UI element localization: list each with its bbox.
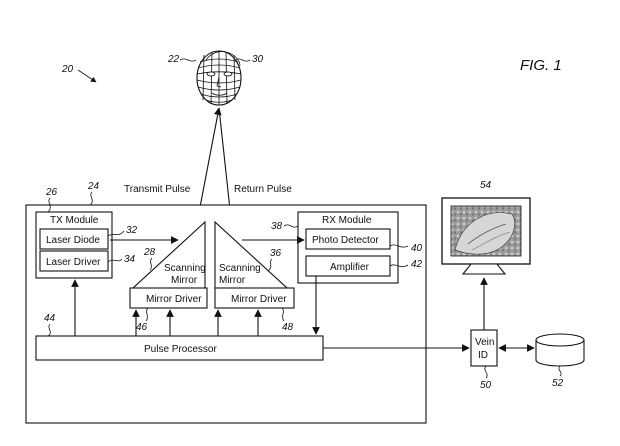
- pulse-processor-label: Pulse Processor: [144, 344, 217, 355]
- ref-system: 20: [61, 64, 74, 75]
- ref-left-driver-leader: [145, 307, 149, 322]
- ref-database-leader: [558, 365, 562, 377]
- ref-laser-diode-leader: [107, 230, 125, 237]
- laser-driver-box: [39, 250, 109, 272]
- figure-title: FIG. 1: [520, 57, 562, 74]
- tx-module-label: TX Module: [50, 215, 99, 226]
- left-mirror-label-1: Scanning: [164, 263, 206, 274]
- ref-pattern-leader: [235, 58, 251, 62]
- ref-database: 52: [552, 378, 564, 389]
- amplifier-label: Amplifier: [330, 262, 370, 273]
- ref-amplifier: 42: [411, 259, 423, 270]
- laser-diode-label: Laser Diode: [46, 235, 100, 246]
- ref-system-arrow: [77, 69, 97, 83]
- ref-rx-module-leader: [283, 224, 299, 228]
- return-pulse-label: Return Pulse: [234, 184, 292, 195]
- ref-vein-id-leader: [484, 365, 488, 379]
- ref-face-leader: [179, 58, 197, 62]
- ref-system-box-leader: [89, 191, 93, 206]
- ref-right-driver-leader: [281, 307, 285, 322]
- ref-right-mirror: 36: [270, 248, 282, 259]
- right-mirror-driver-label: Mirror Driver: [231, 294, 287, 305]
- transmit-pulse-label: Transmit Pulse: [124, 184, 191, 195]
- ref-tx-module-leader: [47, 197, 51, 213]
- ref-pulse-processor: 44: [44, 313, 56, 324]
- ref-monitor: 54: [480, 180, 492, 191]
- ref-face: 22: [167, 54, 180, 65]
- ref-laser-diode: 32: [126, 225, 138, 236]
- ref-left-mirror: 28: [143, 247, 156, 258]
- laser-diode-box: [39, 228, 109, 250]
- ref-right-driver: 48: [282, 322, 294, 333]
- ref-system-box: 24: [87, 181, 100, 192]
- right-mirror-label-1: Scanning: [219, 263, 261, 274]
- vein-id-box: [470, 329, 498, 367]
- ref-vein-id: 50: [480, 380, 492, 391]
- ref-photo-detector: 40: [411, 243, 423, 254]
- ref-rx-module: 38: [271, 221, 283, 232]
- ref-tx-module: 26: [45, 187, 58, 198]
- rx-module-label: RX Module: [322, 215, 372, 226]
- left-mirror-label-2: Mirror: [171, 275, 198, 286]
- monitor: [441, 197, 531, 275]
- database-icon: [535, 333, 585, 367]
- ref-pattern: 30: [252, 54, 264, 65]
- ref-photo-detector-leader: [389, 244, 409, 248]
- ref-amplifier-leader: [389, 264, 409, 268]
- left-mirror-driver-label: Mirror Driver: [146, 294, 202, 305]
- ref-right-mirror-leader: [267, 258, 273, 272]
- pulse-processor: [35, 335, 324, 361]
- ref-laser-driver-leader: [107, 258, 123, 263]
- right-mirror-label-2: Mirror: [219, 275, 246, 286]
- ref-left-mirror-leader: [149, 257, 153, 271]
- right-mirror-driver: [214, 287, 295, 309]
- photo-detector-label: Photo Detector: [312, 235, 379, 246]
- laser-driver-label: Laser Driver: [46, 257, 101, 268]
- vein-id-line1: Vein: [475, 337, 494, 348]
- left-mirror-driver: [129, 287, 208, 309]
- vein-id-line2: ID: [478, 350, 488, 361]
- ref-laser-driver: 34: [124, 254, 136, 265]
- ref-pulse-processor-leader: [47, 323, 51, 337]
- photo-detector-box: [305, 228, 391, 250]
- ref-left-driver: 46: [136, 322, 148, 333]
- head-figure: [196, 50, 242, 106]
